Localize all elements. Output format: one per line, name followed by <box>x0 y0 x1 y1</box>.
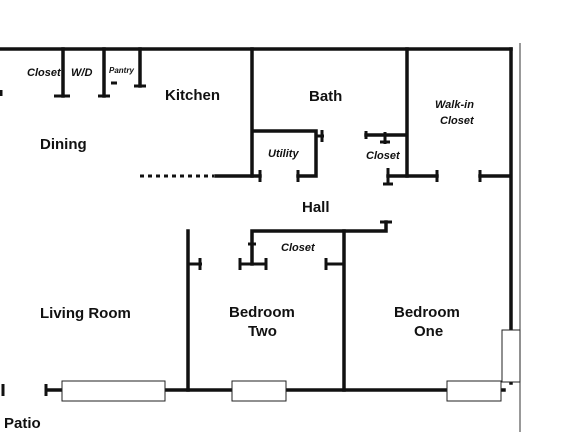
window-bedroom-one <box>446 380 502 402</box>
bed-two-closet-wall <box>250 220 388 266</box>
living-bedroom-jamb <box>188 258 202 270</box>
bedroom-two-label-1: Bedroom <box>229 304 295 321</box>
kitchen-label: Kitchen <box>165 87 220 104</box>
bedroom-two-label-2: Two <box>248 323 277 340</box>
dining-label: Dining <box>40 136 87 153</box>
walk-in-label-1: Walk-in <box>435 99 474 111</box>
closet-hall-label: Closet <box>366 150 401 162</box>
bed-two-closet-jamb <box>238 220 392 270</box>
walk-in-label-2: Closet <box>440 115 475 127</box>
bedroom-one-label-1: Bedroom <box>394 304 460 321</box>
patio-label: Patio <box>4 415 41 432</box>
closet-bed-two-label: Closet <box>281 242 316 254</box>
closet-jamb-1 <box>0 90 70 98</box>
living-room-label: Living Room <box>40 305 131 322</box>
bedroom-divider-jamb <box>324 258 344 270</box>
window-bedroom-two <box>231 380 287 402</box>
utility-jamb <box>296 130 324 182</box>
window-right <box>501 329 521 383</box>
bedroom-one-label-2: One <box>414 323 443 340</box>
utility-walls <box>252 129 318 178</box>
pantry-label: Pantry <box>109 66 134 75</box>
pantry-jamb <box>111 81 146 88</box>
hall-closet-jamb <box>364 131 439 186</box>
bath-label: Bath <box>309 88 342 105</box>
window-living-room <box>61 380 166 402</box>
closet-top-label: Closet <box>27 67 62 79</box>
hall-label: Hall <box>302 199 330 216</box>
utility-label: Utility <box>268 148 299 160</box>
washer-dryer-label: W/D <box>71 67 92 79</box>
